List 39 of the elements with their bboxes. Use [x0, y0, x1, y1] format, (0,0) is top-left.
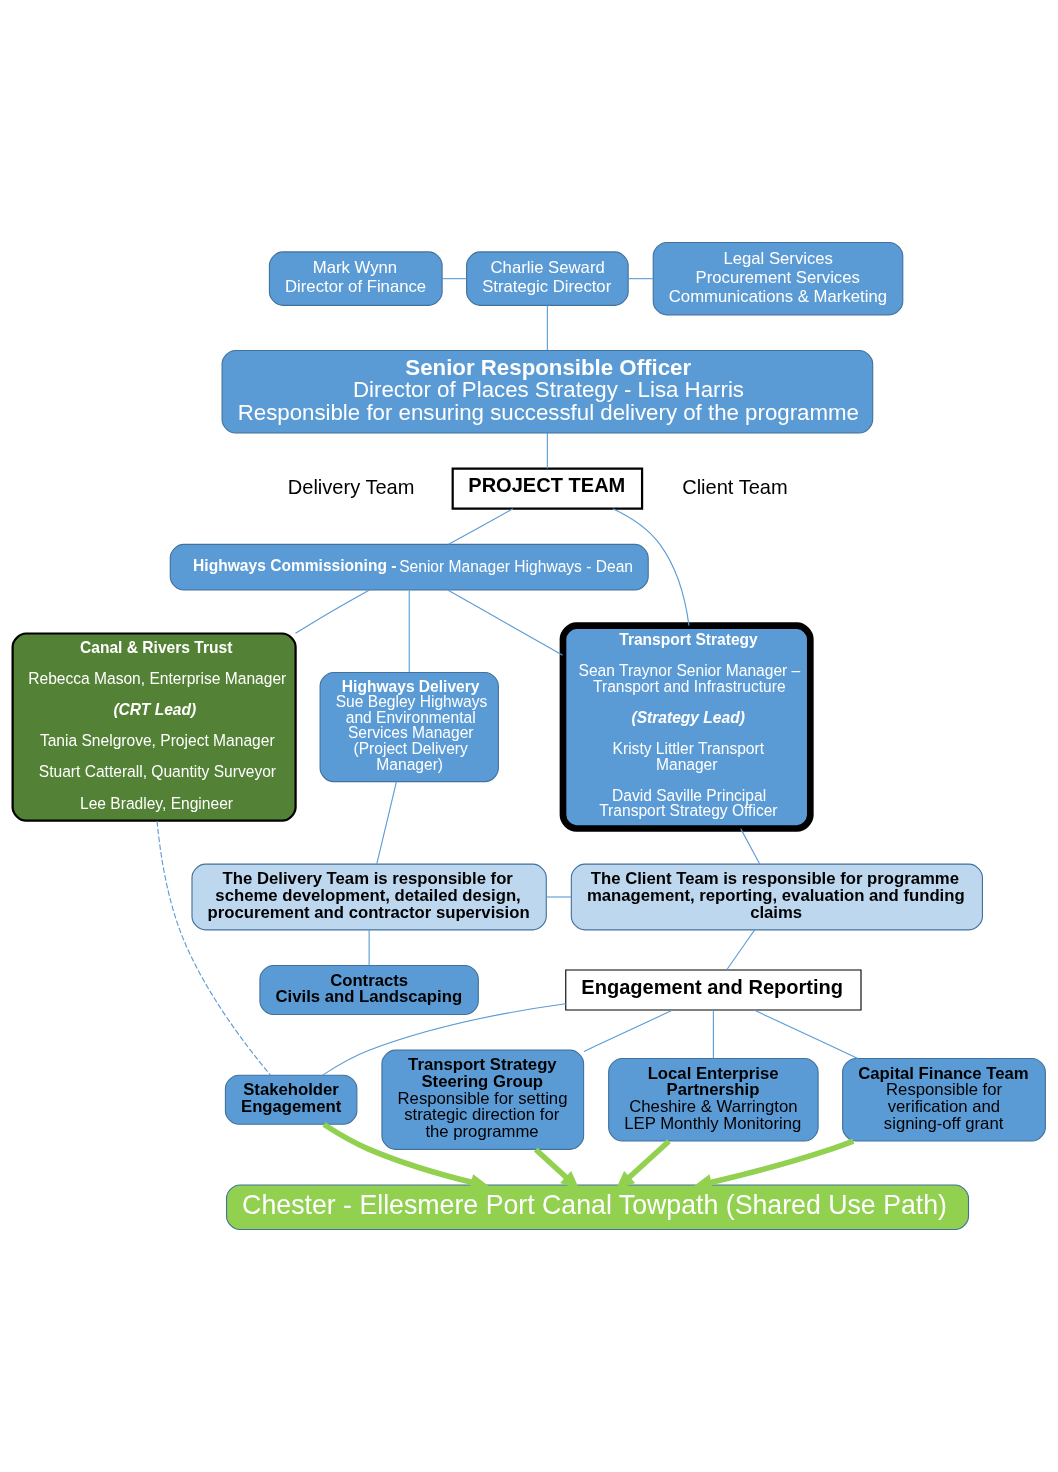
node-box: Charlie Seward Strategic Director — [466, 251, 629, 306]
connector — [546, 304, 548, 351]
label: Client Team — [682, 475, 788, 498]
node-box: Legal Services Procurement Services Communications & Marketing — [652, 241, 904, 316]
node-box: Local Enterprise Partnership Cheshire & Warrington LEP Monthly Monitoring — [608, 1057, 819, 1142]
connector — [753, 1009, 859, 1060]
node-box: Canal & Rivers Trust Rebecca Mason, Enterprise Manager (CRT Lead) Tania Snelgrove, Project Manager Stuart Catterall, Quantity Surveyor Lee Bradley, Engineer — [11, 632, 297, 822]
node-box: Mark Wynn Director of Finance — [268, 251, 443, 306]
node-box: Capital Finance Team Responsible for verification and signing-off grant — [842, 1057, 1046, 1142]
connector — [441, 278, 467, 280]
node-box: PROJECT TEAM — [451, 467, 644, 510]
node-box: Highways Commissioning - Senior Manager Highways - Dean — [169, 543, 649, 591]
node-box: The Client Team is responsible for programme management, reporting, evaluation and funding claims — [570, 863, 983, 931]
connector — [368, 929, 370, 966]
node-box: The Delivery Team is responsible for scheme development, detailed design, procurement and contractor supervision — [191, 863, 547, 931]
label: Delivery Team — [287, 475, 415, 498]
connector — [583, 1009, 674, 1052]
node-box: Highways Delivery Sue Begley Highways and Environmental Services Manager (Project Delivery Manager) — [319, 671, 499, 783]
node-box: Transport Strategy Sean Traynor Senior Manager – Transport and Infrastructure (Strategy Lead) Kristy Littler Transport Manager David Saville Principal Transport Strategy Officer — [559, 622, 814, 832]
connector — [156, 820, 271, 1076]
node-box: Stakeholder Engagement — [224, 1074, 358, 1125]
connector — [294, 589, 370, 634]
connector — [322, 1003, 567, 1076]
connector — [740, 828, 761, 865]
node-box: Senior Responsible Officer Director of Places Strategy - Lisa Harris Responsible for ensuring successful delivery of the programme — [221, 349, 874, 434]
connector — [545, 896, 572, 898]
node-box: Engagement and Reporting — [565, 969, 862, 1011]
connector — [408, 589, 410, 673]
node-box: Contracts Civils and Landscaping — [259, 964, 479, 1016]
connector — [627, 278, 654, 280]
node-box: Chester - Ellesmere Port Canal Towpath (Shared Use Path) — [225, 1184, 970, 1231]
connector — [376, 781, 397, 865]
connector — [612, 508, 690, 627]
connector — [712, 1009, 714, 1059]
connector — [726, 929, 756, 971]
node-box: Transport Strategy Steering Group Responsible for setting strategic direction for the programme — [381, 1049, 585, 1150]
connector — [448, 508, 514, 545]
connector — [447, 589, 564, 656]
connector — [546, 432, 548, 470]
